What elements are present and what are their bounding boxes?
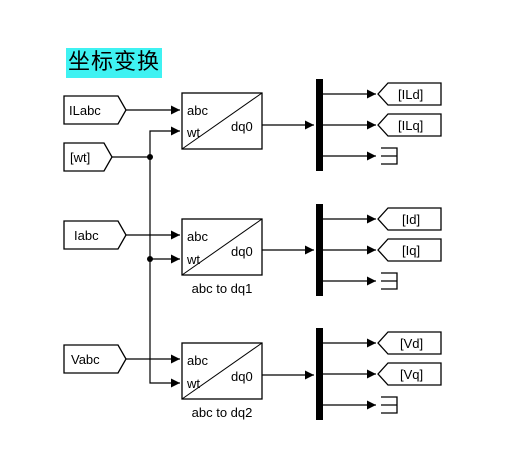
port-label-abc: abc [187,229,208,244]
from-tag-wt-label: [wt] [70,150,90,165]
block-caption-abc-to-dq1: abc to dq1 [192,281,253,296]
goto-tag-ilq-label: [ILq] [398,118,423,133]
abc-to-dq0-block-1[interactable]: abc wt dq0 [181,92,263,150]
goto-tag-vq-label: [Vq] [400,367,423,382]
terminator-icon[interactable] [381,396,398,414]
demux-1[interactable] [316,79,323,171]
wt-to-transform-2-line [149,157,180,264]
branch-point [147,256,153,262]
goto-tag-ild[interactable]: [ILd] [377,82,442,106]
demux-output-wiring [323,89,376,410]
goto-tag-iq-label: [Iq] [402,243,420,258]
goto-tag-id[interactable]: [Id] [377,207,442,231]
input-wiring [112,105,180,388]
port-label-abc: abc [187,353,208,368]
demux-2[interactable] [316,204,323,296]
from-tag-ilabc[interactable]: ILabc [63,95,127,125]
from-tag-iabc-label: Iabc [74,228,99,243]
output-wiring [262,120,314,380]
demux-3[interactable] [316,328,323,420]
port-label-dq0: dq0 [231,119,253,134]
block-caption-abc-to-dq2: abc to dq2 [192,405,253,420]
from-tag-wt[interactable]: [wt] [63,142,113,172]
abc-to-dq0-block-2[interactable]: abc wt dq0 [181,218,263,276]
diagram-title: 坐标变换 [66,48,163,78]
terminator-icon[interactable] [381,272,398,290]
goto-tag-id-label: [Id] [402,212,420,227]
abc-to-dq0-block-3[interactable]: abc wt dq0 [181,342,263,400]
wt-to-transform-1-line [149,126,180,157]
wt-to-transform-3-line [149,259,180,388]
goto-tag-vq[interactable]: [Vq] [377,362,442,386]
from-tag-vabc-label: Vabc [71,352,100,367]
branch-point [147,154,153,160]
from-tag-iabc[interactable]: Iabc [63,220,127,250]
port-label-dq0: dq0 [231,369,253,384]
goto-tag-iq[interactable]: [Iq] [377,238,442,262]
port-label-wt: wt [186,252,200,267]
goto-tag-vd[interactable]: [Vd] [377,331,442,355]
goto-tag-ilq[interactable]: [ILq] [377,113,442,137]
goto-tag-ild-label: [ILd] [398,87,423,102]
from-tag-ilabc-label: ILabc [69,103,101,118]
port-label-wt: wt [186,376,200,391]
port-label-dq0: dq0 [231,244,253,259]
port-label-wt: wt [186,125,200,140]
goto-tag-vd-label: [Vd] [400,336,423,351]
terminator-icon[interactable] [381,147,398,165]
from-tag-vabc[interactable]: Vabc [63,344,127,374]
port-label-abc: abc [187,103,208,118]
